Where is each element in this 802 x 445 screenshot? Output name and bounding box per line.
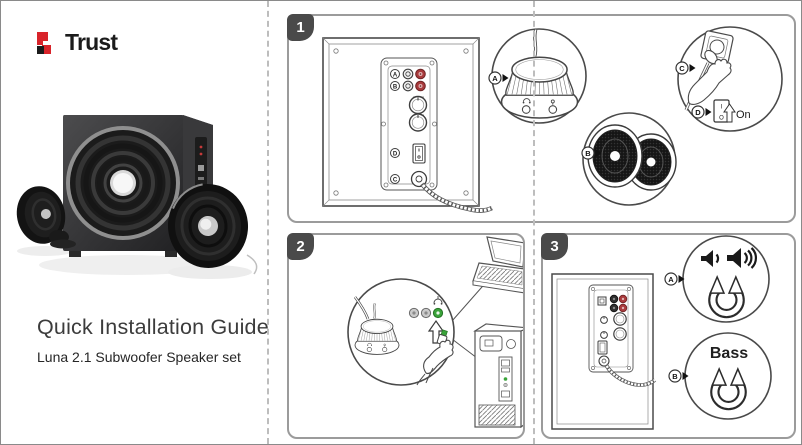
step-3-badge: 3 <box>541 233 568 260</box>
step-2-badge: 2 <box>287 233 314 260</box>
callout-label-a: A <box>492 74 498 83</box>
trust-logo-text: Trust <box>65 29 118 55</box>
speaker-set-photo <box>16 115 258 279</box>
satellite-speakers-illustration <box>587 124 677 191</box>
switch-on-mark: I <box>721 105 723 111</box>
rear-label-a: A <box>393 72 398 78</box>
hand-with-plug-illustration <box>416 329 454 386</box>
speaker-volume-high-icon <box>727 247 758 269</box>
hand-illustration <box>687 58 732 105</box>
satellite-speaker-left <box>16 186 66 244</box>
step-2-panel: 2 <box>287 233 525 439</box>
callout-label-b: B <box>585 149 591 158</box>
step-3-panel: 3 <box>541 233 796 439</box>
satellite-speaker-right <box>167 183 249 268</box>
desktop-tower-illustration <box>473 323 523 429</box>
fold-line-right <box>533 1 535 444</box>
rear-label-c: C <box>393 177 398 183</box>
callout-speakers: B <box>581 112 677 206</box>
audio-jacks-icons <box>408 296 444 319</box>
subwoofer-rear-diagram <box>551 273 657 430</box>
laptop-illustration <box>472 236 523 294</box>
speaker-volume-low-icon <box>701 250 720 267</box>
trust-logo: Trust <box>35 29 118 56</box>
rear-power-switch <box>412 143 426 164</box>
step-1-panel: 1 A B <box>287 14 796 223</box>
power-cable <box>604 363 657 387</box>
callout-label-a: A <box>668 275 674 284</box>
callout-power: C D I O On <box>675 26 783 132</box>
rca-jacks <box>609 294 628 313</box>
product-name: Luna 2.1 Subwoofer Speaker set <box>37 349 241 365</box>
power-cord-socket <box>410 170 428 188</box>
callout-label-c: C <box>679 64 685 73</box>
trust-logo-mark-icon <box>37 32 51 54</box>
guide-title: Quick Installation Guide <box>37 315 269 339</box>
switch-off-mark: O <box>719 116 724 122</box>
step-1-diagram: A B <box>322 26 783 213</box>
step-2-diagram <box>347 236 523 429</box>
power-cord-socket <box>598 355 610 367</box>
power-switch-icon: I O <box>713 99 730 123</box>
rear-knobs <box>408 95 428 132</box>
fold-line-left <box>267 1 269 444</box>
up-arrow-icon <box>723 103 736 123</box>
step-3-diagram: A Bass B <box>551 235 772 430</box>
callout-bass: Bass B <box>668 332 772 420</box>
callout-volume: A <box>664 235 770 323</box>
subwoofer-rear-diagram: A B <box>322 37 494 213</box>
rear-knobs <box>600 312 627 341</box>
connect-audio-callout <box>347 278 455 386</box>
rca-jacks <box>402 68 426 92</box>
subwoofer <box>63 115 213 257</box>
rear-power-switch <box>597 340 608 355</box>
callout-label-b: B <box>672 372 678 381</box>
rear-label-b: B <box>393 84 398 90</box>
switch-on-text: On <box>736 109 751 121</box>
callout-label-d: D <box>695 108 701 117</box>
callout-volume-knob: A <box>488 28 587 124</box>
rear-label-d: D <box>393 151 398 157</box>
step-1-badge: 1 <box>287 14 314 41</box>
power-cable <box>420 182 494 213</box>
bass-label: Bass <box>710 345 748 362</box>
